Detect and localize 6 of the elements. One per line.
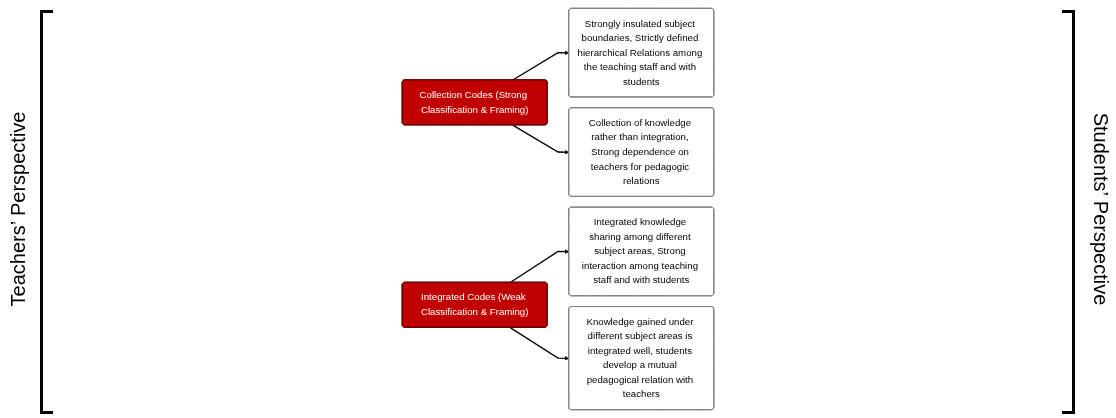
arrow (512, 50, 570, 81)
arrow (509, 326, 570, 361)
side-label: Teachers’ Perspective (6, 111, 30, 307)
arrow (509, 249, 570, 284)
side-label: Students’ Perspective (1088, 112, 1112, 306)
arrow (512, 124, 570, 155)
